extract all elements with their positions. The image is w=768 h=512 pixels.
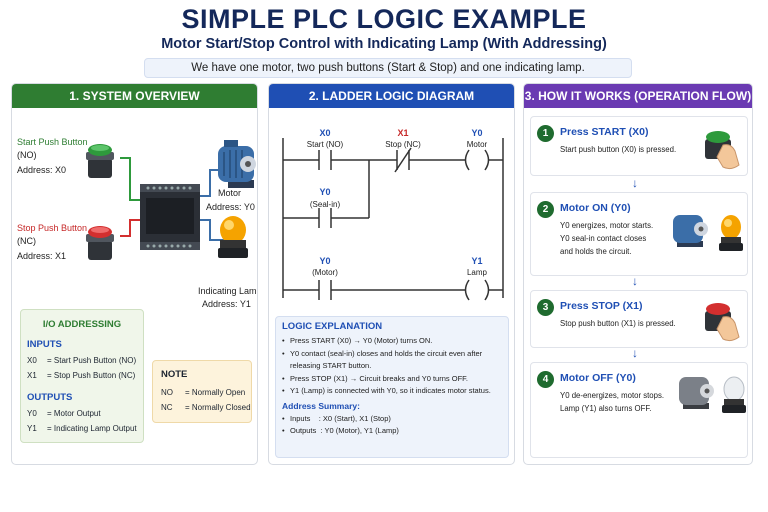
address-summary-title: Address Summary: — [282, 400, 360, 411]
y1-coil-name: Lamp — [466, 268, 487, 277]
pressing-start-button-icon — [705, 131, 740, 170]
page-subtitle: Motor Start/Stop Control with Indicating… — [161, 36, 607, 52]
input-row: X1= Stop Push Button (NC) — [27, 371, 136, 380]
x1-address: X1 — [397, 128, 409, 138]
step-description: Stop push button (X1) is pressed. — [560, 319, 676, 328]
logic-explanation-box: LOGIC EXPLANATION Press START (X0) → Y0 … — [275, 316, 509, 458]
step-title: Motor ON (Y0) — [560, 202, 631, 214]
motor-wire — [200, 169, 222, 197]
plc-icon — [140, 184, 200, 250]
step-number: 2 — [537, 201, 554, 218]
motor-address: Address: Y0 — [206, 202, 255, 212]
step-number: 3 — [537, 299, 554, 316]
flow-step-4: 4 Motor OFF (Y0) Y0 de-energizes, motor … — [530, 362, 748, 458]
io-addressing-box: I/O ADDRESSING INPUTS X0= Start Push But… — [20, 309, 144, 443]
logic-explanation-list: Press START (X0) → Y0 (Motor) turns ON. … — [282, 335, 502, 398]
flow-step-3: 3 Press STOP (X1) Stop push button (X1) … — [530, 290, 748, 348]
start-button-address: Address: X0 — [17, 165, 67, 175]
system-overview-panel: 1. SYSTEM OVERVIEW — [11, 83, 258, 465]
flow-step-2: 2 Motor ON (Y0) Y0 energizes, motor star… — [530, 192, 748, 276]
flow-arrow-icon: ↓ — [632, 176, 638, 190]
note-row: NO= Normally Open — [161, 388, 246, 397]
lamp-address: Address: Y1 — [202, 299, 251, 309]
plc-label: PLC — [110, 207, 132, 219]
start-button-title: Start Push Button — [17, 137, 88, 147]
ladder-logic-heading: 2. LADDER LOGIC DIAGRAM — [269, 84, 514, 108]
io-addressing-title: I/O ADDRESSING — [42, 319, 122, 330]
logic-item: Y0 contact (seal-in) closes and holds th… — [282, 348, 502, 373]
note-box: NOTE NO= Normally Open NC= Normally Clos… — [152, 360, 252, 423]
indicating-lamp-icon — [218, 216, 248, 258]
flow-arrow-icon: ↓ — [632, 346, 638, 360]
logic-item: Y1 (Lamp) is connected with Y0, so it in… — [282, 385, 502, 398]
step-title: Motor OFF (Y0) — [560, 372, 636, 384]
logic-explanation-title: LOGIC EXPLANATION — [282, 321, 383, 332]
lamp-on-icon — [719, 215, 743, 251]
step-title: Press STOP (X1) — [560, 300, 643, 312]
summary-item: Inputs : X0 (Start), X1 (Stop) — [282, 413, 502, 426]
step-description: Start push button (X0) is pressed. — [560, 145, 677, 154]
x0-name: Start (NO) — [306, 140, 344, 149]
stop-button-address: Address: X1 — [17, 251, 67, 261]
lamp-wire — [200, 219, 224, 241]
motor-title: Motor — [218, 188, 242, 198]
seal-in-address: Y0 — [319, 187, 331, 197]
y0-coil-address: Y0 — [471, 128, 483, 138]
start-button-type: (NO) — [17, 150, 37, 160]
flow-step-1: 1 Press START (X0) Start push button (X0… — [530, 116, 748, 176]
output-row: Y0= Motor Output — [27, 409, 101, 418]
y0-contact-address: Y0 — [319, 256, 331, 266]
step-number: 4 — [537, 371, 554, 388]
step-description: Y0 de-energizes, motor stops. Lamp (Y1) … — [560, 391, 665, 413]
lamp-title: Indicating Lamp — [198, 286, 258, 296]
ladder-diagram — [282, 138, 504, 301]
ladder-logic-panel: 2. LADDER LOGIC DIAGRAM — [268, 83, 515, 465]
y1-coil-address: Y1 — [471, 256, 483, 266]
seal-in-name: (Seal-in) — [309, 200, 341, 209]
output-row: Y1= Indicating Lamp Output — [27, 424, 137, 433]
wiring-diagram — [86, 140, 256, 260]
inputs-heading: INPUTS — [27, 339, 62, 350]
y0-coil-name: Motor — [466, 140, 488, 149]
pressing-stop-button-icon — [705, 303, 740, 342]
x1-name: Stop (NC) — [385, 140, 421, 149]
note-title: NOTE — [161, 369, 188, 380]
note-row: NC= Normally Closed — [161, 403, 251, 412]
summary-item: Outputs : Y0 (Motor), Y1 (Lamp) — [282, 425, 502, 438]
logic-item: Press STOP (X1) → Circuit breaks and Y0 … — [282, 373, 502, 386]
running-motor-icon — [673, 215, 708, 247]
page-title: SIMPLE PLC LOGIC EXAMPLE — [181, 4, 587, 34]
start-button-icon — [86, 144, 114, 178]
y0-contact-name: (Motor) — [312, 268, 338, 277]
x0-address: X0 — [319, 128, 331, 138]
start-wire — [120, 157, 140, 201]
address-summary-list: Inputs : X0 (Start), X1 (Stop) Outputs :… — [282, 413, 502, 438]
operation-flow-heading: 3. HOW IT WORKS (OPERATION FLOW) — [524, 84, 752, 108]
step-title: Press START (X0) — [560, 126, 649, 138]
outputs-heading: OUTPUTS — [27, 392, 73, 403]
stopped-motor-icon — [679, 377, 714, 409]
logic-item: Press START (X0) → Y0 (Motor) turns ON. — [282, 335, 502, 348]
motor-icon — [218, 140, 256, 188]
stop-button-icon — [86, 226, 114, 260]
rung-2 — [283, 279, 503, 301]
system-overview-heading: 1. SYSTEM OVERVIEW — [12, 84, 257, 108]
flow-arrow-icon: ↓ — [632, 274, 638, 288]
seal-in-branch — [283, 160, 370, 228]
stop-wire — [120, 219, 140, 237]
step-number: 1 — [537, 125, 554, 142]
operation-flow-panel: 3. HOW IT WORKS (OPERATION FLOW) 1 Press… — [523, 83, 753, 465]
lamp-off-icon — [722, 376, 746, 413]
rung-1 — [283, 147, 503, 173]
intro-banner: We have one motor, two push buttons (Sta… — [144, 58, 632, 78]
step-description: Y0 energizes, motor starts. Y0 seal-in c… — [560, 221, 654, 256]
stop-button-title: Stop Push Button — [17, 223, 88, 233]
input-row: X0= Start Push Button (NO) — [27, 356, 137, 365]
stop-button-type: (NC) — [17, 236, 36, 246]
